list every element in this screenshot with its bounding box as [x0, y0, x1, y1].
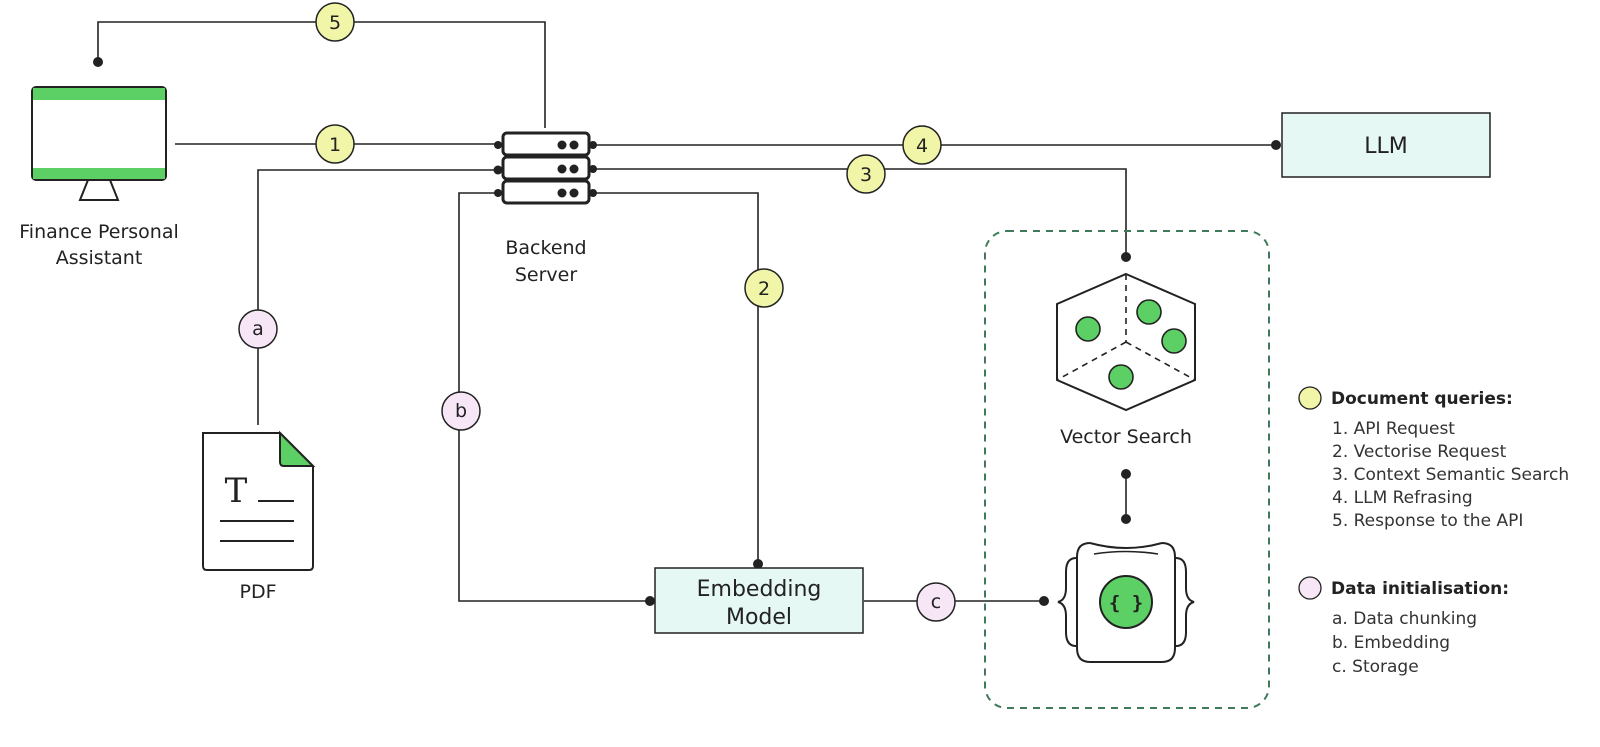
legend-init-title: Data initialisation:: [1331, 579, 1509, 599]
wire-vectorise-request: [593, 192, 759, 563]
monitor-icon: [31, 86, 167, 201]
legend-init-swatch: [1298, 576, 1322, 600]
legend: Document queries: 1. API Request 2. Vect…: [1298, 386, 1569, 677]
legend-data-initialisation: Data initialisation: a. Data chunking b.…: [1298, 576, 1509, 677]
step-badge-b: b: [441, 391, 481, 431]
backend-server-node: Backend Server: [494, 131, 597, 286]
svg-text:b: b: [455, 400, 467, 422]
finance-assistant-node: Finance Personal Assistant: [19, 86, 179, 269]
legend-init-item: c. Storage: [1332, 657, 1419, 677]
assistant-label-line2: Assistant: [56, 247, 143, 269]
json-storage-icon: { }: [1057, 542, 1195, 663]
server-icon: [494, 131, 597, 205]
backend-label-line2: Server: [515, 264, 577, 286]
svg-text:3: 3: [860, 164, 872, 186]
storage-glyph: { }: [1109, 592, 1143, 614]
vector-db-container: [984, 230, 1270, 709]
step-badge-c: c: [916, 582, 956, 622]
llm-node: LLM: [1281, 112, 1491, 178]
step-badge-3: 3: [846, 154, 886, 194]
document-icon: T: [202, 430, 316, 571]
step-badge-2: 2: [744, 268, 784, 308]
legend-query-swatch: [1298, 386, 1322, 410]
svg-text:2: 2: [758, 278, 770, 300]
embedding-label-line1: Embedding: [697, 577, 822, 602]
svg-text:c: c: [931, 591, 941, 613]
vector-search-label: Vector Search: [1060, 426, 1192, 448]
legend-document-queries: Document queries: 1. API Request 2. Vect…: [1298, 386, 1569, 531]
connection-dots: [93, 57, 1281, 606]
llm-label: LLM: [1364, 134, 1408, 159]
wire-context-search: [593, 168, 1127, 256]
step-badge-4: 4: [902, 125, 942, 165]
legend-query-item: 5. Response to the API: [1332, 511, 1523, 531]
legend-query-item: 4. LLM Refrasing: [1332, 488, 1473, 508]
vector-cube-icon: [1056, 272, 1196, 412]
step-badge-a: a: [238, 309, 278, 349]
wire-data-chunking: [257, 169, 497, 425]
legend-query-item: 3. Context Semantic Search: [1332, 465, 1569, 485]
vector-search-node: Vector Search: [1056, 272, 1196, 448]
svg-text:5: 5: [329, 12, 341, 34]
svg-text:1: 1: [329, 134, 341, 156]
legend-query-item: 1. API Request: [1332, 419, 1455, 439]
step-badges: 5 1 4 3 2 a b c: [238, 2, 956, 622]
legend-query-item: 2. Vectorise Request: [1332, 442, 1507, 462]
backend-label-line1: Backend: [505, 237, 586, 259]
step-badge-5: 5: [315, 2, 355, 42]
assistant-label-line1: Finance Personal: [19, 221, 179, 243]
svg-text:a: a: [252, 318, 264, 340]
embedding-label-line2: Model: [726, 605, 792, 630]
svg-text:T: T: [225, 471, 248, 511]
pdf-node: T PDF: [202, 430, 316, 603]
svg-text:4: 4: [916, 135, 928, 157]
legend-init-item: a. Data chunking: [1332, 609, 1477, 629]
embedding-model-node: Embedding Model: [654, 567, 864, 634]
step-badge-1: 1: [315, 124, 355, 164]
pdf-label: PDF: [239, 581, 276, 603]
legend-init-item: b. Embedding: [1332, 633, 1450, 653]
legend-queries-title: Document queries:: [1331, 389, 1513, 409]
storage-node: { }: [1057, 542, 1195, 663]
